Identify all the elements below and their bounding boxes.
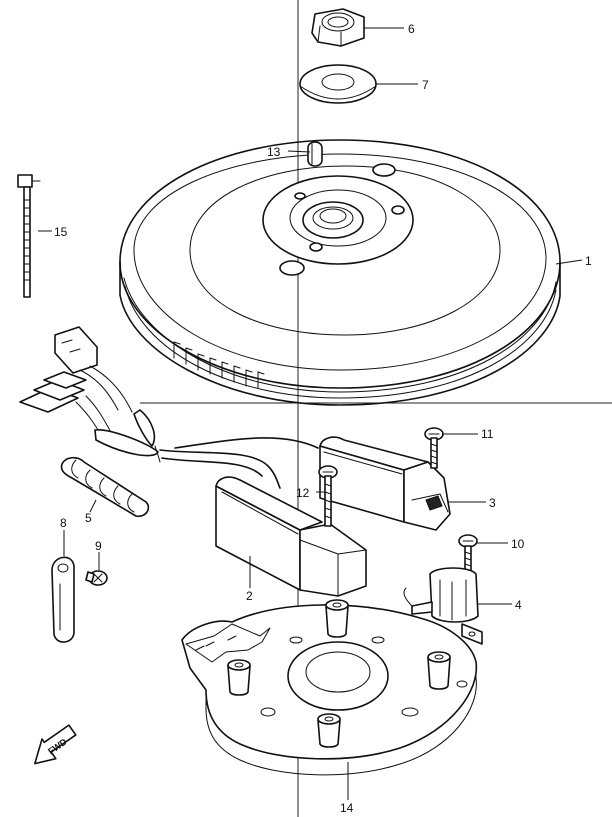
- forward-direction-marker: [34, 724, 77, 765]
- callout-5: 5: [85, 511, 92, 525]
- leader-lines: [38, 27, 583, 800]
- callout-12: 12: [296, 486, 310, 500]
- screw-part-12: [318, 465, 338, 527]
- charge-coil-part: [215, 476, 367, 597]
- flywheel-part: [119, 139, 561, 406]
- washer-part: [299, 64, 377, 104]
- callout-3: 3: [489, 496, 496, 510]
- cable-tie-part: [17, 174, 41, 298]
- wiring-harness: [19, 326, 319, 489]
- callout-10: 10: [511, 537, 525, 551]
- callout-1: 1: [585, 254, 592, 268]
- callout-labels: 6 7 1 15 13 11 12 3 10 4 2 5 8 9 14 FWD: [46, 22, 592, 815]
- callout-8: 8: [60, 516, 67, 530]
- key-part: [307, 141, 323, 167]
- magnet-slots: [173, 341, 265, 389]
- callout-9: 9: [95, 539, 102, 553]
- mounting-bosses: [227, 599, 451, 748]
- screw-part-11: [424, 427, 444, 469]
- callout-2: 2: [246, 589, 253, 603]
- callout-4: 4: [515, 598, 522, 612]
- nut-part: [311, 8, 365, 47]
- stator-plate-part: [181, 599, 478, 776]
- small-screw-part: [85, 570, 108, 586]
- callout-13: 13: [267, 145, 281, 159]
- callout-15: 15: [54, 225, 68, 239]
- sleeve-part: [60, 456, 150, 518]
- sensor-part: [403, 567, 483, 645]
- callout-6: 6: [408, 22, 415, 36]
- callout-7: 7: [422, 78, 429, 92]
- pulser-coil-part: [319, 436, 451, 531]
- callout-14: 14: [340, 801, 354, 815]
- ground-strap-part: [51, 556, 75, 643]
- screw-part-10: [458, 534, 478, 573]
- callout-11: 11: [481, 427, 494, 441]
